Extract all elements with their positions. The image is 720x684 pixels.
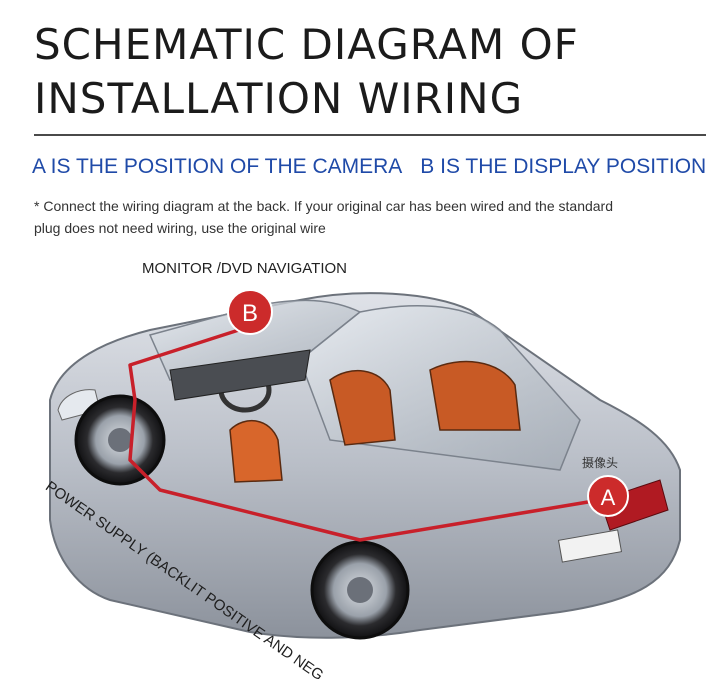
title-divider (34, 134, 706, 136)
driver-seat-shape (229, 420, 283, 483)
taillight-shape (599, 479, 669, 531)
marker-b-letter: B (242, 300, 258, 327)
car-wiring-diagram: B A (49, 289, 681, 640)
license-plate-shape (557, 529, 623, 563)
rear-seat-shape (429, 360, 521, 431)
display-position-text: B IS THE DISPLAY POSITION (420, 155, 707, 178)
monitor-label: MONITOR /DVD NAVIGATION (142, 260, 348, 277)
marker-a-letter: A (601, 485, 616, 510)
front-seat-shape (329, 370, 396, 446)
dashboard-shape (169, 349, 311, 401)
title-line-2: INSTALLATION WIRING (34, 74, 524, 123)
page-title: SCHEMATIC DIAGRAM OF INSTALLATION WIRING (34, 18, 579, 126)
wiring-route-line (128, 326, 602, 542)
wiring-note: * Connect the wiring diagram at the back… (34, 198, 613, 236)
marker-a-badge: A (587, 475, 629, 517)
camera-label: 摄像头 (582, 456, 619, 470)
marker-b-badge: B (227, 289, 273, 335)
title-line-1: SCHEMATIC DIAGRAM OF (34, 20, 579, 69)
camera-position-text: A IS THE POSITION OF THE CAMERA (32, 155, 403, 178)
position-subtitle: A IS THE POSITION OF THE CAMERA B IS THE … (32, 155, 718, 179)
